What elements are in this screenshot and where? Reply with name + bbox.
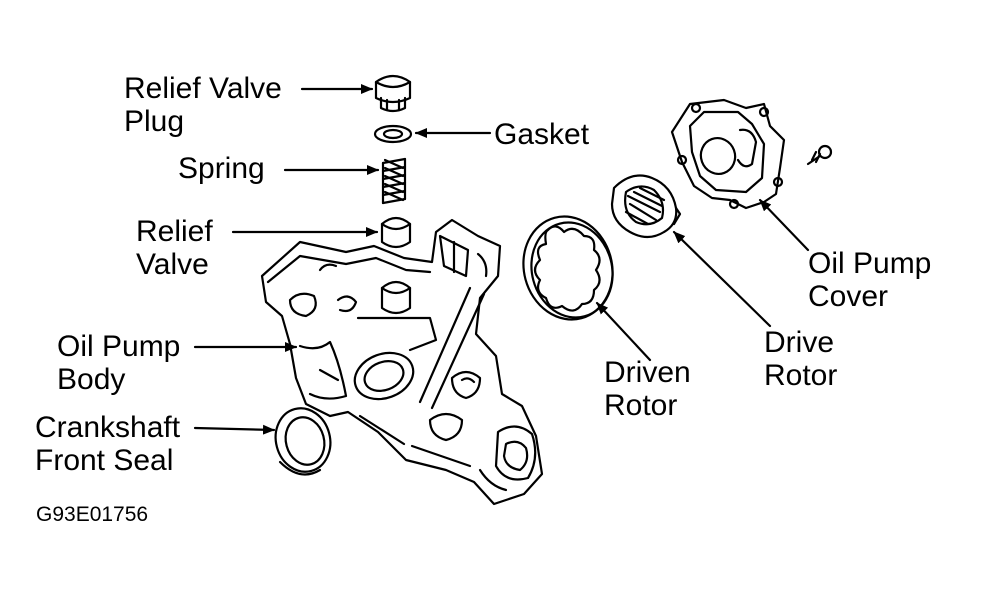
label-drive-rotor-line1: Drive [764,326,835,359]
label-spring-line1: Spring [178,152,265,185]
label-relief-valve-plug-line1: Relief Valve [124,72,282,105]
label-oil-pump-body: Oil Pump Body [57,330,180,396]
relief-valve-plug-part [374,74,412,113]
oil-pump-body-part [260,218,544,506]
arrow-drive-rotor [672,230,772,328]
label-relief-valve-line1: Relief [136,215,213,248]
arrow-oil-pump-cover [758,198,810,252]
label-crankshaft-front-seal-line2: Front Seal [35,444,174,477]
label-oil-pump-cover-line2: Cover [808,280,889,313]
label-gasket: Gasket [494,118,589,151]
cover-bolt-part [806,144,833,166]
label-relief-valve: Relief Valve [136,215,213,281]
figure-code: G93E01756 [36,503,149,526]
label-oil-pump-cover: Oil Pump Cover [808,247,931,313]
label-drive-rotor-line2: Rotor [764,359,838,392]
drive-rotor-part [610,174,682,239]
spring-part [381,157,407,205]
gasket-part [373,124,413,144]
label-driven-rotor: Driven Rotor [604,356,691,422]
label-driven-rotor-line1: Driven [604,356,691,389]
arrow-crankshaft-front-seal [193,424,276,435]
label-spring: Spring [178,152,265,185]
label-crankshaft-front-seal-line1: Crankshaft [35,411,181,444]
label-relief-valve-plug-line2: Plug [124,105,185,138]
crankshaft-front-seal-part [274,407,332,476]
label-drive-rotor: Drive Rotor [764,326,837,392]
label-oil-pump-body-line2: Body [57,363,126,396]
label-gasket-line1: Gasket [494,118,590,151]
driven-rotor-part [522,215,614,321]
label-crankshaft-front-seal: Crankshaft Front Seal [35,411,180,477]
oil-pump-cover-part [670,98,786,210]
label-relief-valve-plug: Relief Valve Plug [124,72,282,138]
arrow-driven-rotor [595,301,652,362]
label-driven-rotor-line2: Rotor [604,389,678,422]
label-oil-pump-cover-line1: Oil Pump [808,247,932,280]
label-oil-pump-body-line1: Oil Pump [57,330,181,363]
relief-valve-part [380,216,412,249]
label-relief-valve-line2: Valve [136,248,209,281]
